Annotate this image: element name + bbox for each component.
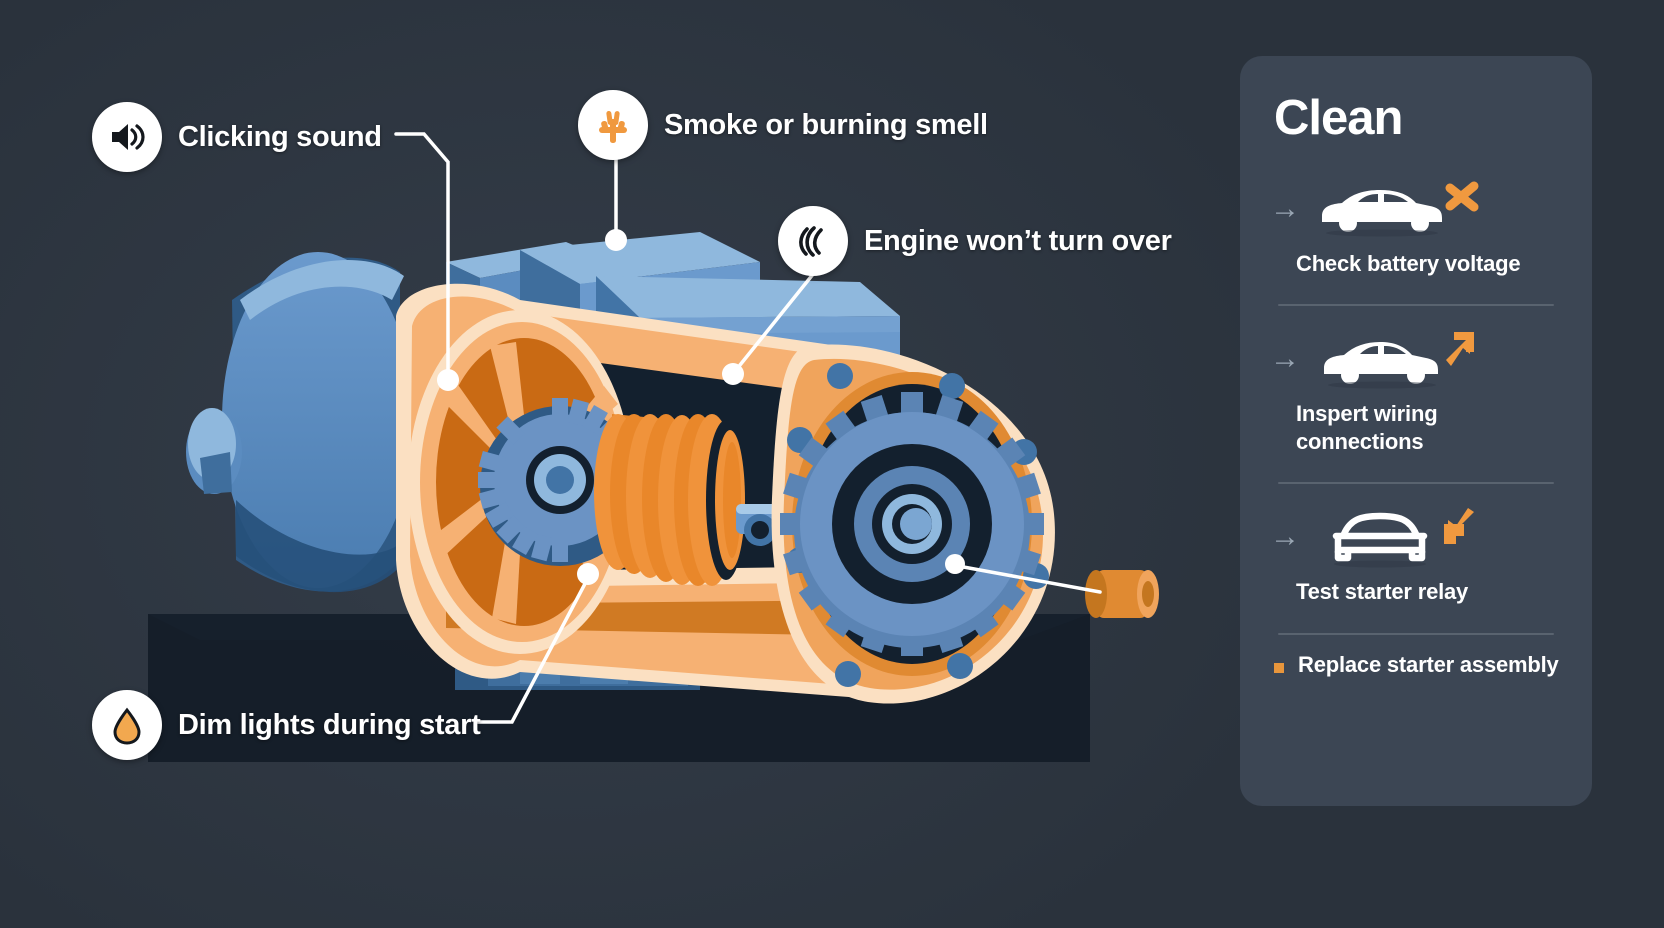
sidebar-item-check-battery-voltage[interactable]: → [1270, 172, 1562, 290]
sidebar-item-row: → [1270, 504, 1562, 570]
callout-leader-lines [394, 132, 1102, 724]
callout-badge [92, 690, 162, 760]
sidebar-item-caption: Check battery voltage [1296, 251, 1521, 276]
callout-badge [778, 206, 848, 276]
sidebar-item-graphic [1308, 176, 1562, 242]
car-shadow [1326, 229, 1438, 237]
car-side-icon [1324, 332, 1474, 389]
sidebar-item-graphic [1308, 504, 1562, 570]
car-wheel-front [1339, 214, 1357, 232]
callout-anchor-dots [437, 229, 965, 585]
car-wheel-front [1341, 366, 1359, 385]
orange-cross-arrow-icon [1445, 181, 1479, 212]
ring-gear [780, 392, 1044, 656]
droplet-bulb-icon [113, 707, 141, 745]
callout-dim-lights-during-start[interactable]: Dim lights during start [92, 690, 481, 760]
car-windows [1358, 194, 1408, 202]
sidebar-item-caption: Replace starter assembly [1298, 651, 1559, 677]
car-wheel-rear [1407, 366, 1425, 385]
car-front-icon [1332, 508, 1474, 568]
sidebar-item-graphic [1308, 326, 1562, 392]
flame-smoke-icon [599, 110, 627, 143]
arrow-right-icon: → [1270, 520, 1300, 554]
arrow-right-icon: → [1270, 342, 1300, 376]
car-front-outline [1332, 513, 1428, 562]
callout-label: Clicking sound [178, 120, 382, 153]
sidebar-item-test-starter-relay[interactable]: → [1270, 500, 1562, 618]
sidebar-separator [1278, 632, 1554, 635]
starter-motor-illustration [0, 0, 1240, 928]
car-body [1324, 342, 1438, 375]
sidebar-panel: Clean → [1240, 56, 1592, 806]
arrow-right-icon: → [1270, 192, 1300, 225]
car-shadow [1328, 381, 1436, 389]
callout-label: Dim lights during start [178, 708, 481, 741]
orange-arrow-up-right-icon [1446, 332, 1474, 367]
car-side-icon [1322, 181, 1479, 237]
swirl-engine-icon [799, 226, 823, 257]
callout-label: Engine won’t turn over [864, 224, 1172, 257]
sidebar-separator [1278, 482, 1554, 485]
callout-badge [578, 90, 648, 160]
sidebar-item-caption: Inspert wiring connections [1296, 401, 1438, 455]
sidebar-item-inspect-wiring-connections[interactable]: → [1270, 322, 1562, 468]
armature-windings [594, 414, 746, 586]
sidebar-item-replace-starter-assembly[interactable]: Replace starter assembly [1270, 651, 1562, 679]
car-windows [1360, 346, 1406, 355]
bullet-marker [1274, 662, 1284, 673]
speaker-volume-icon [112, 124, 145, 150]
callout-label: Smoke or burning smell [664, 108, 988, 141]
callout-badge [92, 102, 162, 172]
sidebar-item-row: → [1270, 326, 1562, 392]
sidebar-item-row: → [1270, 176, 1562, 242]
callout-smoke-burning-smell[interactable]: Smoke or burning smell [578, 90, 988, 160]
callout-clicking-sound[interactable]: Clicking sound [92, 102, 382, 172]
car-body [1322, 190, 1442, 222]
orange-arrow-down-left-icon [1444, 508, 1474, 545]
car-wheel-rear [1411, 214, 1429, 232]
sidebar-title: Clean [1274, 91, 1403, 145]
car-shadow [1334, 560, 1426, 568]
sidebar-separator [1278, 304, 1554, 307]
sidebar-item-caption: Test starter relay [1296, 579, 1469, 605]
solenoid-knob [1085, 570, 1159, 618]
callout-engine-wont-turn-over[interactable]: Engine won’t turn over [778, 206, 1172, 276]
motor-rear-housing [186, 252, 414, 593]
